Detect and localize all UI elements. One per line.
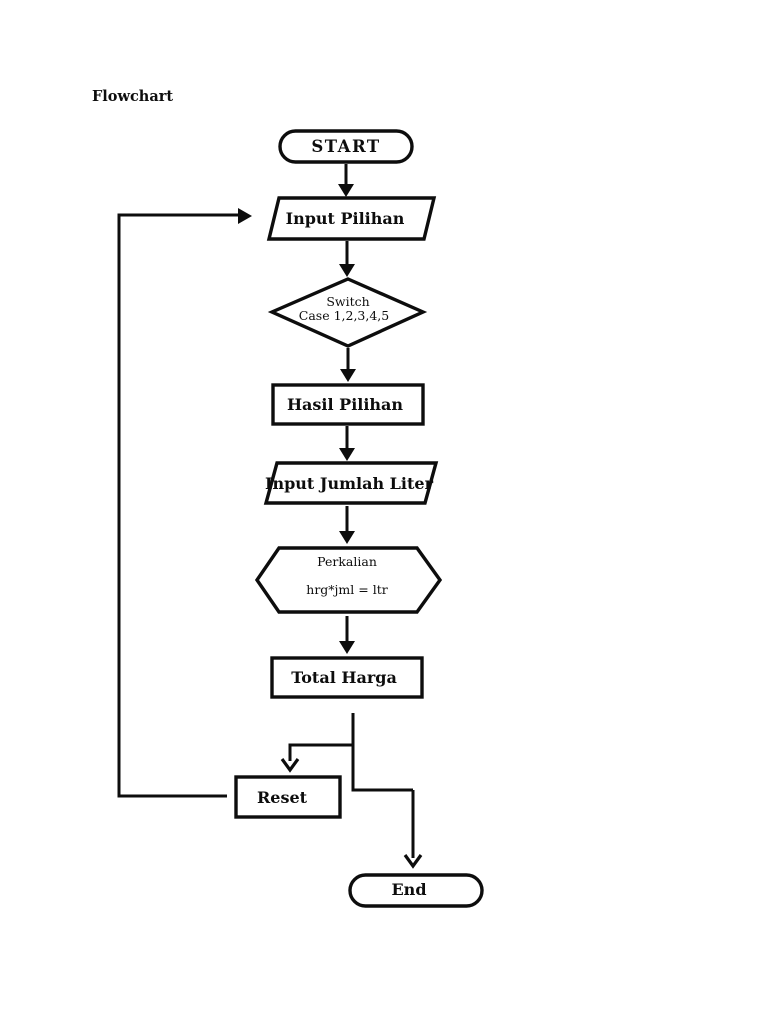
connector-elbow-line (351, 713, 413, 792)
node-hasil-pilihan: Hasil Pilihan (271, 383, 425, 426)
connector-input-pilihan-to-switch (339, 241, 355, 277)
end-label: End (391, 880, 426, 899)
start-terminator-shape (278, 129, 414, 164)
arrowhead-down-icon (340, 369, 356, 382)
node-perkalian: Perkalian hrg*jml = ltr (254, 546, 443, 614)
node-switch-case: Switch Case 1,2,3,4,5 (267, 277, 428, 348)
reset-label: Reset (257, 788, 308, 807)
end-terminator-shape (348, 873, 484, 908)
arrowhead-down-icon (339, 531, 355, 544)
total-harga-label: Total Harga (291, 668, 397, 687)
perkalian-hexagon-shape (254, 546, 443, 614)
node-start: START (278, 129, 414, 164)
input-pilihan-label: Input Pilihan (286, 209, 405, 228)
page-title: Flowchart (92, 88, 173, 105)
total-harga-rectangle-shape (270, 656, 424, 699)
hasil-pilihan-label: Hasil Pilihan (287, 395, 403, 414)
connector-branch-to-reset (280, 743, 353, 773)
node-input-jumlah-liter: Input Jumlah Liter (263, 461, 439, 505)
arrowhead-chevron-down-icon (403, 854, 423, 869)
arrowhead-down-icon (339, 641, 355, 654)
arrowhead-down-icon (338, 184, 354, 197)
perkalian-label-line2: hrg*jml = ltr (306, 582, 387, 597)
arrowhead-chevron-down-icon (280, 758, 300, 773)
node-reset: Reset (234, 775, 342, 819)
connector-perkalian-to-total-harga (339, 616, 355, 654)
switch-case-label-line2: Case 1,2,3,4,5 (299, 308, 389, 323)
node-end: End (348, 873, 484, 908)
perkalian-label-line1: Perkalian (317, 554, 377, 569)
connector-loop-line (117, 213, 239, 798)
arrowhead-down-icon (339, 448, 355, 461)
switch-case-diamond-shape (267, 277, 428, 348)
connector-switch-to-hasil-pilihan (340, 348, 356, 382)
arrowhead-right-icon (238, 208, 252, 224)
node-input-pilihan: Input Pilihan (266, 196, 437, 241)
connector-start-to-input-pilihan (338, 164, 354, 197)
connector-elbow-line (288, 743, 353, 761)
arrowhead-down-icon (339, 264, 355, 277)
connector-total-harga-trunk (351, 713, 423, 869)
switch-case-label-line1: Switch (326, 294, 369, 309)
connector-hasil-to-input-jumlah (339, 426, 355, 461)
connector-input-jumlah-to-perkalian (339, 506, 355, 544)
input-jumlah-liter-label: Input Jumlah Liter (265, 474, 434, 493)
start-label: START (311, 137, 380, 156)
reset-rectangle-shape (234, 775, 342, 819)
input-jumlah-liter-parallelogram-shape (263, 461, 439, 505)
connector-reset-loop-to-input-pilihan (117, 208, 252, 798)
hasil-pilihan-rectangle-shape (271, 383, 425, 426)
input-pilihan-parallelogram-shape (266, 196, 437, 241)
node-total-harga: Total Harga (270, 656, 424, 699)
